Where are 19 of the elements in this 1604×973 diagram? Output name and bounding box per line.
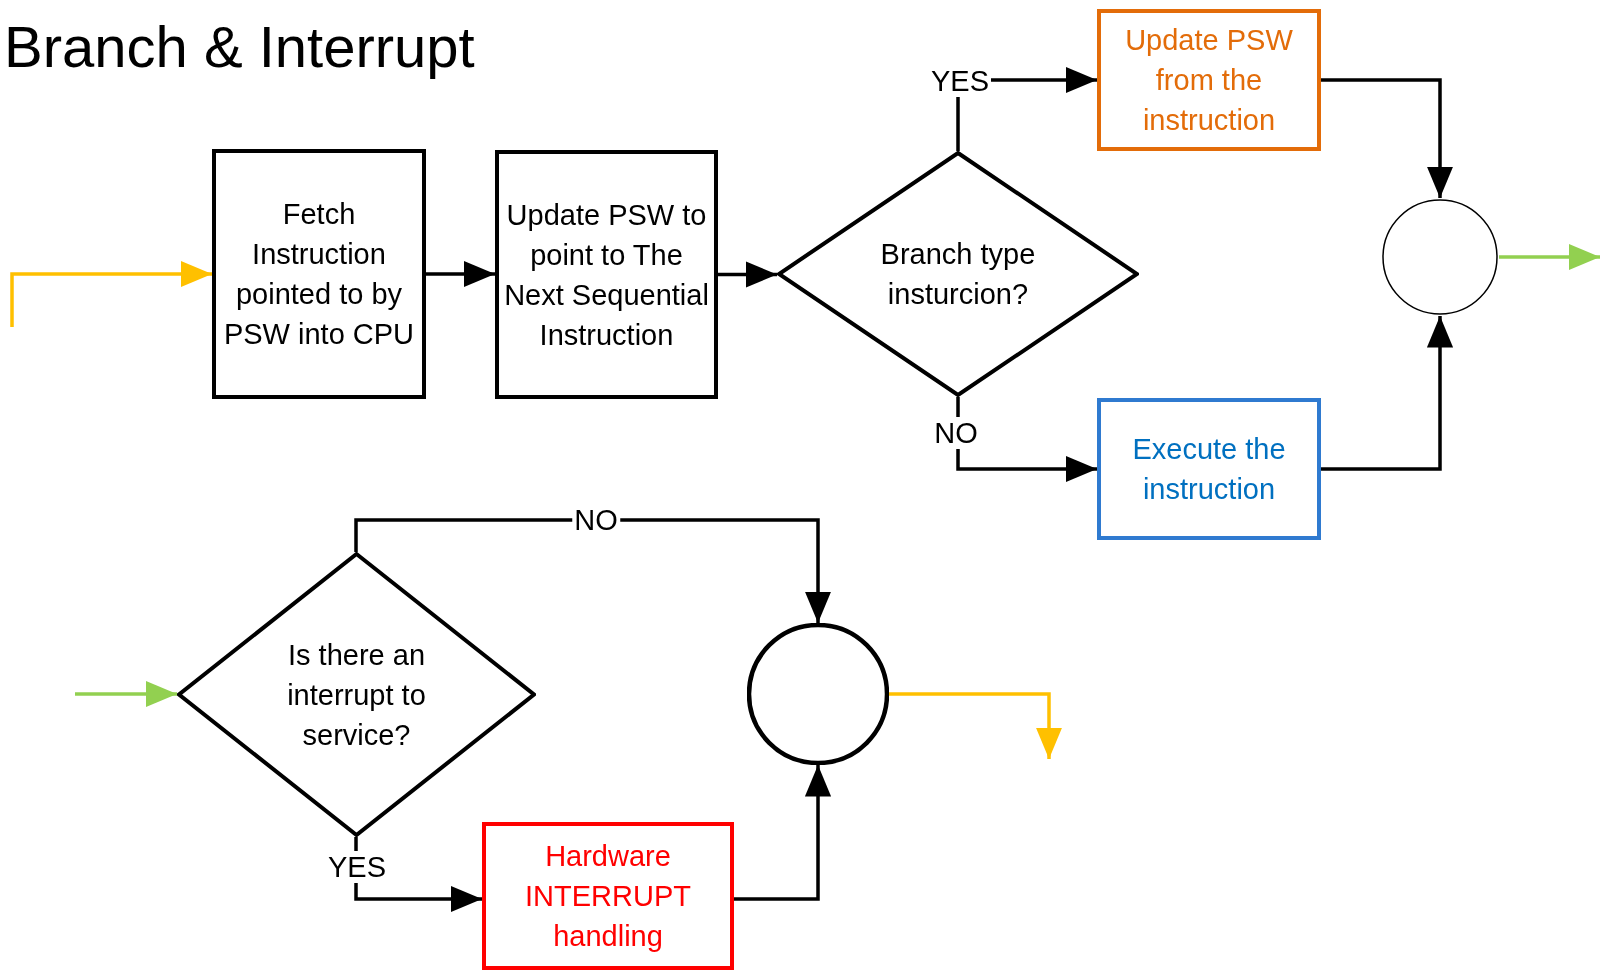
arrow	[1321, 78, 1454, 198]
process-box: Hardware INTERRUPT handling	[482, 822, 734, 970]
arrow	[354, 518, 832, 623]
arrow	[718, 261, 777, 288]
arrow	[1499, 243, 1600, 271]
decision-diamond: Branch type insturcion?	[777, 151, 1139, 397]
decision-diamond: Is there an interrupt to service?	[177, 552, 536, 837]
arrow	[734, 765, 832, 901]
process-box: Execute the instruction	[1097, 398, 1321, 540]
arrow	[889, 692, 1063, 759]
process-box: Update PSW to point to The Next Sequential Instruction	[495, 150, 718, 399]
edge-label: YES	[326, 851, 388, 883]
arrow	[10, 260, 212, 327]
arrow	[426, 260, 495, 288]
arrow	[1321, 316, 1454, 471]
process-box: Update PSW from the instruction	[1097, 9, 1321, 151]
junction-circle	[1381, 198, 1499, 316]
process-box: Fetch Instruction pointed to by PSW into CPU	[212, 149, 426, 399]
arrow	[75, 680, 177, 708]
